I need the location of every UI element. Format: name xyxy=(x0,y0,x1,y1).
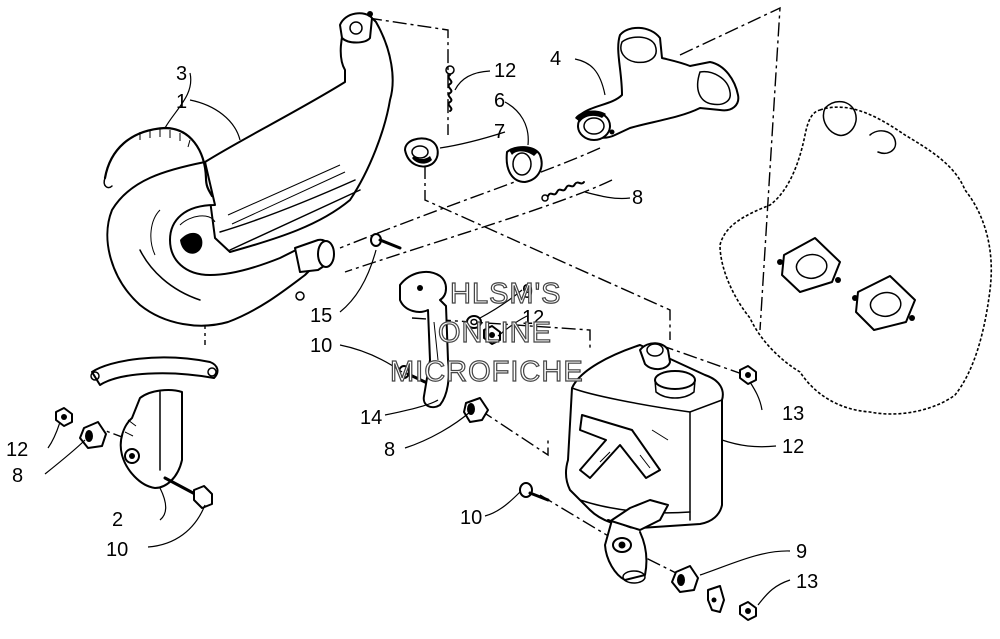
spring-wire xyxy=(103,126,214,198)
callout-12-left: 12 xyxy=(6,439,28,461)
washer-9 xyxy=(466,315,482,329)
silencer-box xyxy=(564,342,724,584)
seal-ring-5 xyxy=(505,146,543,183)
grommet-8-bottom xyxy=(671,565,699,593)
callout-4: 4 xyxy=(550,48,561,70)
leader-lines xyxy=(44,58,791,606)
bolt-10-bottom xyxy=(519,482,550,502)
callout-10-left: 10 xyxy=(106,539,128,561)
mount-bracket xyxy=(119,389,183,489)
bracket-14 xyxy=(399,270,450,409)
engine-outline xyxy=(719,100,993,415)
nut-12-right xyxy=(739,365,757,385)
engine-exhaust-port-lower xyxy=(852,275,916,331)
callout-12-mid: 12 xyxy=(522,307,544,329)
callout-9: 9 xyxy=(522,281,533,303)
watermark-line-2: ONLINE xyxy=(438,317,552,349)
nut-12-left xyxy=(55,407,73,427)
callout-7: 8 xyxy=(632,187,643,209)
callout-3: 3 xyxy=(176,63,187,85)
assembly-lines xyxy=(89,6,781,581)
watermark-line-3: MICROFICHE xyxy=(390,356,584,388)
exhaust-manifold xyxy=(575,26,740,141)
expansion-chamber xyxy=(106,11,394,327)
callout-8-bottom: 9 xyxy=(796,541,807,563)
callout-labels: 3 1 4 12 6 7 8 15 10 14 8 9 12 13 12 10 … xyxy=(6,48,818,593)
watermark-line-1: HLSM'S xyxy=(450,278,561,310)
spring-7 xyxy=(541,181,585,202)
grommet-8-mid xyxy=(463,397,489,423)
bolt-10-left xyxy=(163,476,213,509)
callout-15: 15 xyxy=(310,305,332,327)
engine-exhaust-port-upper xyxy=(777,237,841,293)
bolt-10-mid xyxy=(398,365,427,384)
clip-bottom xyxy=(707,585,725,613)
spring-11 xyxy=(445,65,455,112)
callout-12-right: 13 xyxy=(782,403,804,425)
callout-1: 1 xyxy=(176,91,187,113)
support-cradle xyxy=(90,356,219,386)
callout-14: 14 xyxy=(360,407,382,429)
callout-10-bottom: 10 xyxy=(460,507,482,529)
grommet-8-left xyxy=(79,421,107,449)
bolt-15 xyxy=(370,233,402,250)
watermark: HLSM'S ONLINE MICROFICHE xyxy=(389,277,584,388)
callout-8-mid: 8 xyxy=(384,439,395,461)
callout-13: 12 xyxy=(782,436,804,458)
callout-11: 12 xyxy=(494,60,516,82)
nut-12-bottom xyxy=(739,601,757,621)
callout-8-left: 8 xyxy=(12,465,23,487)
gasket-6 xyxy=(404,137,439,168)
nut-12-mid xyxy=(483,325,501,345)
callout-12-bottom: 13 xyxy=(796,571,818,593)
callout-10-mid: 10 xyxy=(310,335,332,357)
callout-2: 2 xyxy=(112,509,123,531)
callout-5: 6 xyxy=(494,90,505,112)
callout-6: 7 xyxy=(494,121,505,143)
